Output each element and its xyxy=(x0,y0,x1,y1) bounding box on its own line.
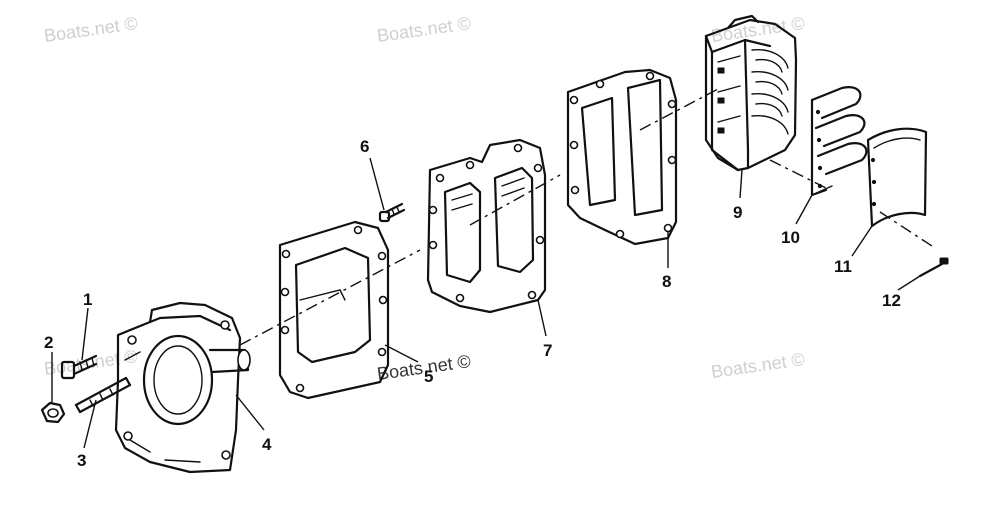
leader-12 xyxy=(897,275,921,291)
part-6-screw xyxy=(378,202,406,223)
leader-1 xyxy=(81,307,89,361)
leader-4 xyxy=(235,394,265,431)
part-3-stud xyxy=(74,376,132,414)
callout-2: 2 xyxy=(44,333,53,352)
watermark-bottom-left: Boats.net © xyxy=(43,346,139,379)
part-4-adapter-housing xyxy=(114,301,251,474)
watermark-top-center: Boats.net © xyxy=(376,13,472,46)
watermark-bottom-right: Boats.net © xyxy=(710,349,806,382)
callout-7: 7 xyxy=(543,341,552,360)
part-8-gasket xyxy=(566,68,678,246)
part-11-reed-stop xyxy=(866,127,928,228)
callout-3: 3 xyxy=(77,451,86,470)
callout-8: 8 xyxy=(662,272,671,291)
leader-10 xyxy=(795,194,813,225)
leader-3 xyxy=(83,399,97,449)
callout-11: 11 xyxy=(834,257,852,276)
part-10-reed-petals xyxy=(810,86,868,197)
part-7-reed-plate xyxy=(426,138,547,314)
leader-9 xyxy=(739,169,743,199)
callout-6: 6 xyxy=(360,137,369,156)
watermark-top-left: Boats.net © xyxy=(43,13,139,46)
callout-5: 5 xyxy=(424,367,433,386)
part-12-screw xyxy=(918,257,949,278)
callout-9: 9 xyxy=(733,203,742,222)
callout-12: 12 xyxy=(882,291,901,310)
part-2-nut xyxy=(40,401,66,424)
part-1-screw xyxy=(60,354,98,380)
callout-1: 1 xyxy=(83,290,92,309)
part-5-gasket xyxy=(278,220,390,400)
part-9-reed-block xyxy=(704,14,798,172)
leader-7 xyxy=(537,299,547,337)
callout-10: 10 xyxy=(781,228,800,247)
callout-4: 4 xyxy=(262,435,272,454)
leader-11 xyxy=(851,225,873,257)
leader-5 xyxy=(384,344,419,363)
leader-6 xyxy=(369,157,385,211)
